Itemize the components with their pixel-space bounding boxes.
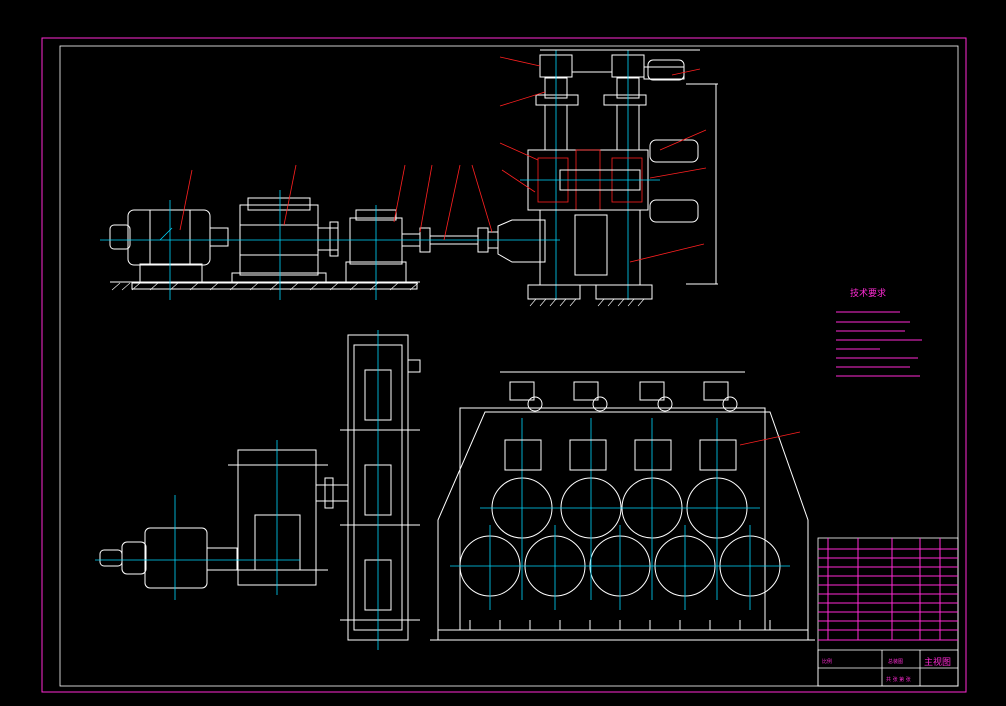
drive-train-elevation [100,190,560,300]
mill-stand-elevation [179,49,718,307]
tech-notes-heading: 技术要求 [850,287,886,299]
inner-frame [59,45,959,687]
outer-frame [41,37,967,693]
drawing-title: 主视图 [924,656,951,668]
drive-plan-view [95,330,421,650]
unit-name: 总装图 [888,658,903,665]
technical-notes: 技术要求 [836,287,922,377]
scale-label: 比例 [822,658,832,665]
title-block: 总装图 主视图 比例 共 张 第 张 [817,537,959,687]
roll-side-view [430,371,815,641]
sheet-label: 共 张 第 张 [886,676,911,683]
